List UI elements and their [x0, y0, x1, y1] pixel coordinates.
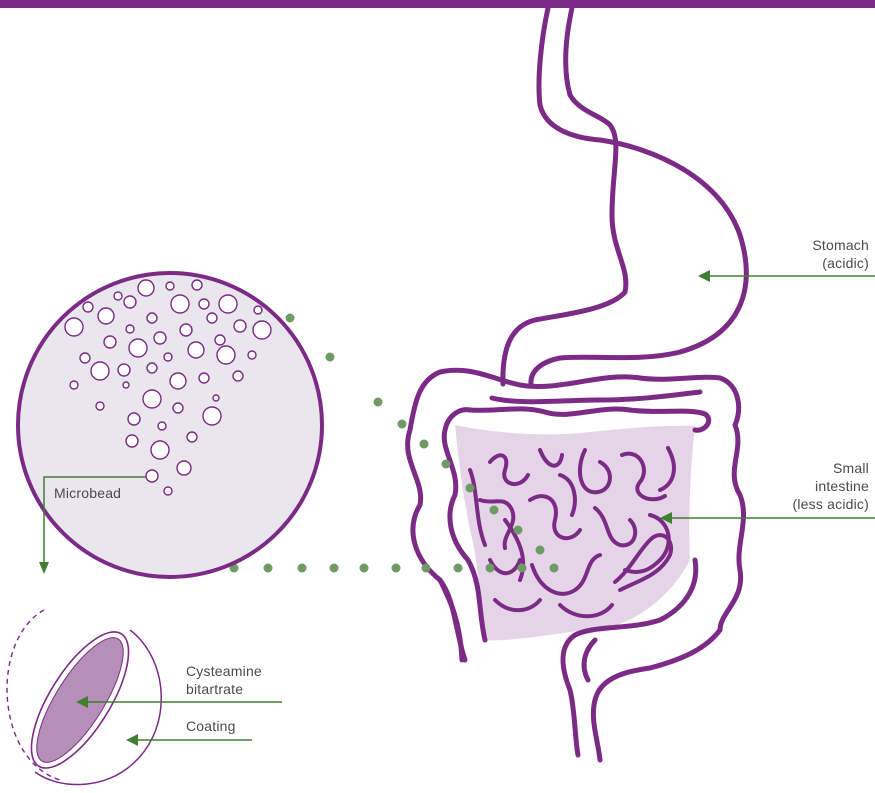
- cysteamine-label-line1: Cysteamine: [186, 662, 262, 680]
- small-intestine-area: [455, 425, 695, 640]
- microbead-label-text: Microbead: [54, 484, 121, 502]
- microbead-cross-section: [7, 610, 161, 785]
- small-intestine-label-line3: (less acidic): [792, 495, 869, 513]
- arrow-left-icon: [126, 734, 138, 746]
- top-band: [0, 0, 875, 8]
- stomach-illustration: [503, 8, 746, 384]
- cysteamine-label-line2: bitartrate: [186, 680, 262, 698]
- small-intestine-label-line1: Small: [792, 459, 869, 477]
- coating-label: Coating: [186, 717, 236, 735]
- stomach-label-line2: (acidic): [812, 254, 869, 272]
- small-intestine-label: Small intestine (less acidic): [792, 459, 869, 513]
- microbead-magnified: [18, 273, 322, 577]
- microbead-label: Microbead: [54, 484, 121, 502]
- arrow-left-icon: [698, 270, 710, 282]
- arrow-down-icon: [39, 562, 49, 574]
- coating-label-text: Coating: [186, 717, 236, 735]
- cysteamine-label: Cysteamine bitartrate: [186, 662, 262, 698]
- small-intestine-label-line2: intestine: [792, 477, 869, 495]
- stomach-label: Stomach (acidic): [812, 236, 869, 272]
- stomach-label-line1: Stomach: [812, 236, 869, 254]
